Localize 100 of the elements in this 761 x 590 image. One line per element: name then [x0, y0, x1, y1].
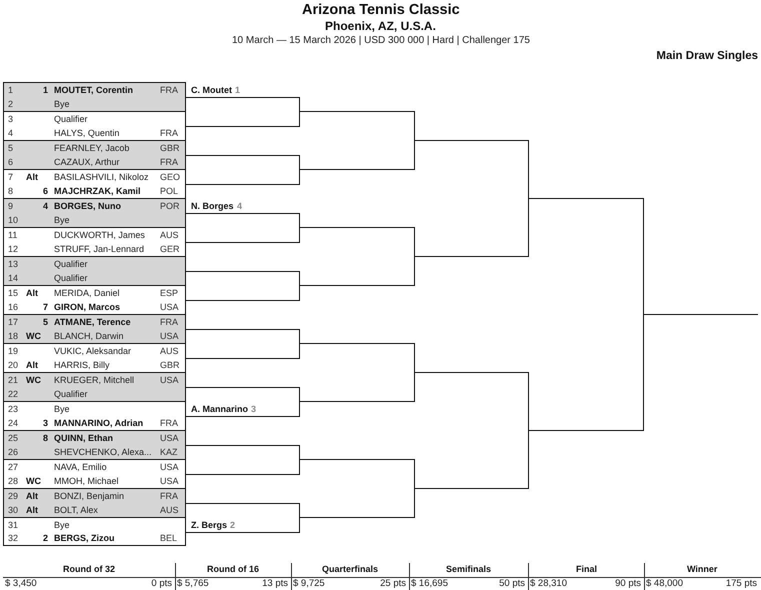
draw-row: [3, 300, 186, 314]
draw-row: [3, 459, 186, 474]
player-name: Bye: [54, 214, 70, 227]
draw-position: 28: [8, 475, 18, 488]
draw-row: [3, 169, 186, 184]
draw-row: [3, 184, 186, 198]
draw-row: [3, 488, 186, 503]
player-name: MANNARINO, Adrian: [54, 417, 144, 430]
country-code: FRA: [160, 316, 178, 329]
seed-number: 3: [251, 403, 256, 415]
draw-position: 31: [8, 519, 18, 532]
bracket-line: [186, 358, 300, 359]
bracket-line: [299, 517, 415, 518]
draw-row: [3, 503, 186, 517]
player-name: MERIDA, Daniel: [54, 287, 120, 300]
bracket-connector: [528, 198, 529, 257]
winner-name: Z. Bergs: [191, 519, 228, 531]
bracket-line: [299, 401, 415, 402]
player-name: Qualifier: [54, 272, 88, 285]
bracket-line: [528, 430, 644, 431]
draw-position: 8: [8, 185, 14, 198]
seed-number: 4: [42, 200, 48, 213]
draw-row: [3, 140, 186, 155]
seed-number: 2: [230, 519, 236, 531]
bracket-connector: [528, 372, 529, 431]
draw-row: [3, 97, 186, 111]
player-name: BLANCH, Darwin: [54, 330, 124, 343]
ranking-points: 13 pts: [262, 578, 288, 589]
bracket-connector: [414, 372, 415, 402]
bracket-line: [186, 474, 300, 475]
bracket-line: [643, 314, 758, 315]
draw-position: 5: [8, 142, 14, 155]
player-name: FEARNLEY, Jacob: [54, 142, 130, 155]
winner-name: C. Moutet: [191, 84, 232, 96]
country-code: AUS: [160, 504, 179, 517]
bracket-connector: [299, 97, 300, 112]
bracket-line: [299, 227, 415, 228]
country-code: USA: [160, 432, 179, 445]
round-header: Final: [576, 564, 598, 574]
draw-position: 23: [8, 403, 18, 416]
event-details: 10 March — 15 March 2026 | USD 300 000 | Hard | Challenger 175: [232, 35, 530, 46]
ranking-points: 0 pts: [151, 578, 172, 589]
draw-row: [3, 227, 186, 242]
country-code: FRA: [160, 127, 178, 140]
draw-position: 29: [8, 490, 18, 503]
player-name: Qualifier: [54, 113, 88, 126]
draw-position: 11: [8, 229, 18, 242]
country-code: AUS: [160, 229, 179, 242]
round-header: Round of 16: [207, 564, 259, 574]
player-name: CAZAUX, Arthur: [54, 156, 120, 169]
bracket-connector: [299, 111, 300, 127]
country-code: GEO: [160, 171, 180, 184]
entry-tag: Alt: [26, 489, 38, 503]
bracket-connector: [414, 488, 415, 518]
draw-position: 25: [8, 432, 18, 445]
player-name: QUINN, Ethan: [54, 432, 114, 445]
draw-row: [3, 445, 186, 459]
player-name: DUCKWORTH, James: [54, 229, 145, 242]
bracket-connector: [414, 256, 415, 286]
bracket-connector: [299, 285, 300, 301]
country-code: FRA: [160, 84, 178, 97]
seed-number: 2: [42, 532, 48, 545]
seed-number: 1: [235, 84, 240, 96]
draw-row: [3, 271, 186, 285]
draw-position: 30: [8, 504, 18, 517]
country-code: USA: [160, 374, 179, 387]
player-name: STRUFF, Jan-Lennard: [54, 243, 144, 256]
bracket-connector: [299, 445, 300, 460]
draw-position: 3: [8, 113, 14, 126]
draw-position: 10: [8, 214, 18, 227]
bracket-line: [186, 503, 300, 504]
bracket-line: [414, 488, 529, 489]
player-name: HARRIS, Billy: [54, 359, 110, 372]
bracket-connector: [299, 401, 300, 417]
prize-money: $ 5,765: [177, 578, 209, 589]
bracket-connector: [414, 140, 415, 170]
player-name: Bye: [54, 403, 70, 416]
player-name: BOLT, Alex: [54, 504, 98, 517]
player-name: BONZI, Benjamin: [54, 490, 124, 503]
bracket-connector: [299, 155, 300, 170]
country-code: FRA: [160, 417, 178, 430]
bracket-connector: [414, 111, 415, 141]
winner-name: A. Mannarino: [191, 403, 248, 415]
prize-money: $ 48,000: [646, 578, 683, 589]
player-name: GIRON, Marcos: [54, 301, 120, 314]
bracket-connector: [299, 329, 300, 344]
bracket-connector: [299, 227, 300, 243]
prize-money: $ 16,695: [411, 578, 448, 589]
round-header: Quarterfinals: [322, 564, 378, 574]
country-code: ESP: [160, 287, 178, 300]
draw-position: 17: [8, 316, 18, 329]
draw-heading: Main Draw Singles: [656, 50, 758, 62]
ranking-points: 90 pts: [615, 578, 641, 589]
bracket-line: [414, 256, 529, 257]
draw-position: 22: [8, 388, 18, 401]
bracket-line: [186, 271, 300, 272]
prize-money: $ 28,310: [530, 578, 567, 589]
draw-row: [3, 155, 186, 169]
country-code: POL: [160, 185, 178, 198]
bracket-connector: [299, 503, 300, 518]
